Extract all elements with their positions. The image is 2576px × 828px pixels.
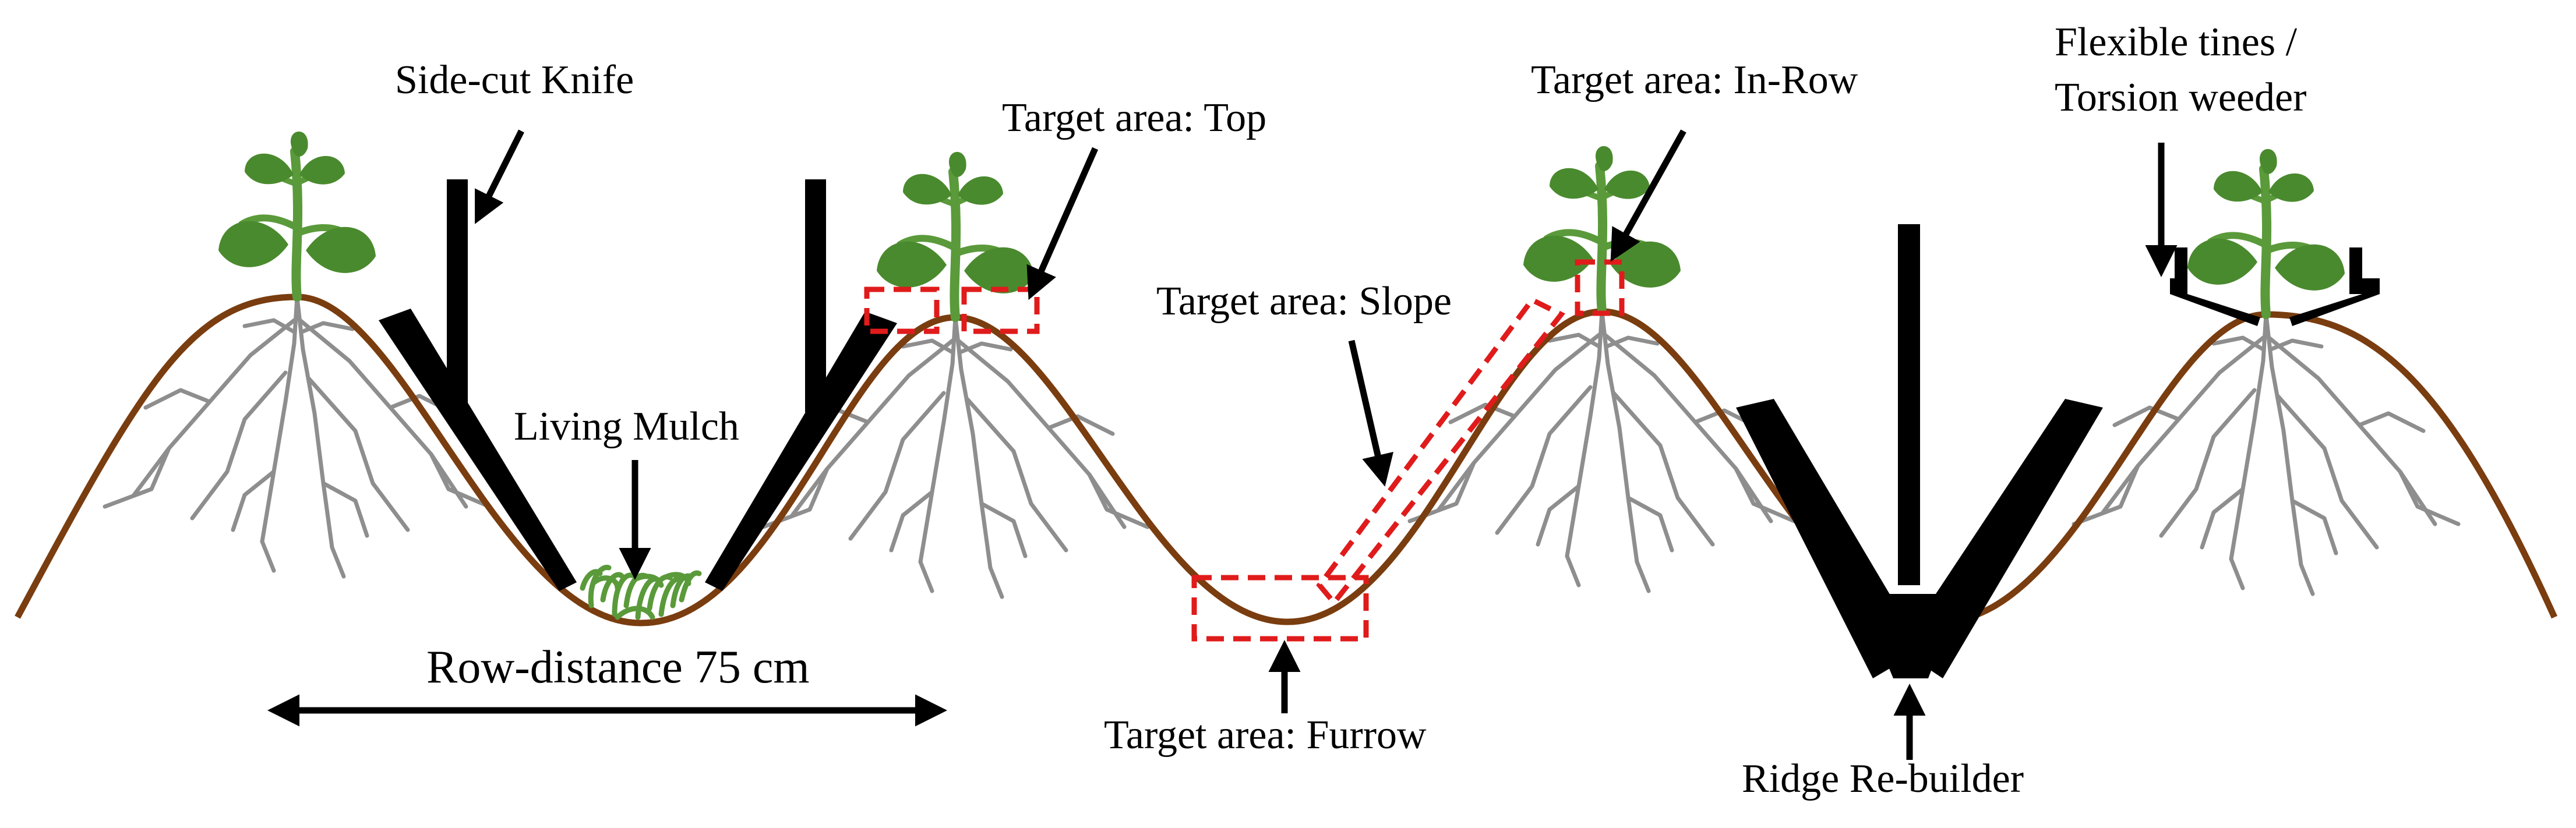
label-target-furrow: Target area: Furrow — [1104, 713, 1427, 758]
target-box-furrow — [1191, 575, 1369, 642]
arrows — [267, 129, 2178, 760]
side-cut-knife-tool — [379, 179, 897, 591]
seedling-icon — [2187, 149, 2345, 314]
grass-mulch-icon — [580, 565, 702, 620]
ridge-rebuilder-tool — [1736, 224, 2103, 678]
seedling-icon — [1523, 146, 1681, 312]
target-areas — [864, 259, 1625, 642]
flexible-tines-tool — [2170, 247, 2380, 326]
arrow-icon — [1610, 129, 1686, 262]
label-living-mulch: Living Mulch — [514, 404, 739, 449]
arrow-icon — [475, 129, 524, 224]
target-box-slope — [1316, 296, 1565, 607]
arrow-icon — [1026, 147, 1099, 300]
seedling-icon — [218, 132, 376, 297]
label-flexible-tines-line2: Torsion weeder — [2055, 75, 2306, 120]
label-flexible-tines-line1: Flexible tines / — [2055, 20, 2298, 65]
label-target-top: Target area: Top — [1002, 95, 1266, 140]
label-side-cut-knife: Side-cut Knife — [395, 58, 634, 102]
label-ridge-rebuilder: Ridge Re-builder — [1742, 756, 2024, 801]
seedling-icon — [877, 152, 1034, 317]
root-system-icon — [2074, 314, 2458, 594]
root-system-icon — [105, 297, 489, 576]
soil-surface-line — [15, 293, 2558, 627]
target-box-in-row — [1575, 259, 1625, 316]
target-box-top-right — [961, 286, 1040, 334]
label-row-distance: Row-distance 75 cm — [426, 642, 810, 693]
label-target-slope: Target area: Slope — [1156, 279, 1452, 324]
arrow-icon — [1348, 339, 1393, 487]
label-target-in-row: Target area: In-Row — [1531, 58, 1858, 102]
target-box-top-left — [864, 286, 940, 334]
